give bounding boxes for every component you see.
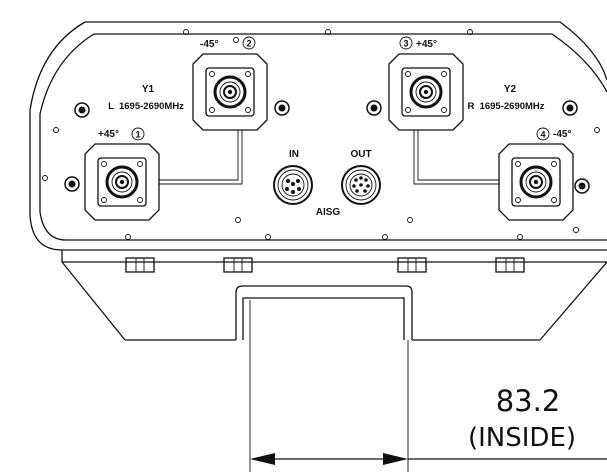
- port-2-number: 2: [246, 39, 251, 49]
- mounting-holes: [42, 29, 600, 240]
- port-2-small-hole: [233, 37, 239, 43]
- port-4-number: 4: [540, 130, 545, 140]
- aisg-in-connector: [273, 165, 313, 205]
- nut-2: [223, 257, 253, 273]
- screw-6: [574, 178, 590, 194]
- rf-connector-4: [498, 143, 574, 221]
- port-1-number: 1: [135, 130, 140, 140]
- screw-2: [64, 176, 80, 192]
- band-y2-range: R 1695-2690MHz: [467, 101, 544, 112]
- port-3-polarization-label: +45°: [416, 39, 437, 50]
- nut-3: [397, 257, 427, 273]
- band-y2-name: Y2: [504, 84, 517, 95]
- screws: [64, 100, 590, 194]
- port-3-number: 3: [403, 39, 408, 49]
- port-2-polarization-label: -45°: [200, 39, 218, 50]
- port-1-polarization-label: +45°: [98, 129, 119, 140]
- port-3-number-circle: [399, 36, 413, 50]
- port-1-number-circle: [131, 127, 145, 141]
- aisg-in-label: IN: [289, 149, 299, 160]
- screw-3: [274, 100, 290, 116]
- port-4-number-circle: [536, 127, 550, 141]
- screw-5: [562, 100, 578, 116]
- aisg-out-connector: [341, 165, 381, 205]
- dimension-note: (INSIDE): [468, 423, 576, 453]
- port-4-polarization-label: -45°: [553, 129, 571, 140]
- band-y1-name: Y1: [142, 84, 155, 95]
- feed-lines: [159, 130, 499, 185]
- rf-connector-2: [192, 53, 268, 131]
- nut-4: [495, 257, 525, 273]
- screw-1: [74, 102, 90, 118]
- aisg-out-label: OUT: [350, 149, 371, 160]
- band-y1-range: L 1695-2690MHz: [108, 101, 184, 112]
- screw-4: [366, 100, 382, 116]
- aisg-label: AISG: [316, 207, 341, 218]
- port-2-number-circle: [242, 36, 256, 50]
- nut-1: [125, 257, 155, 273]
- radome-outline: [29, 21, 607, 251]
- mounting-bracket: [61, 250, 607, 472]
- rf-connector-1: [84, 143, 160, 221]
- rf-connector-3: [388, 53, 464, 131]
- dimension-value: 83.2: [496, 384, 561, 418]
- dimension-arrow: [250, 453, 607, 465]
